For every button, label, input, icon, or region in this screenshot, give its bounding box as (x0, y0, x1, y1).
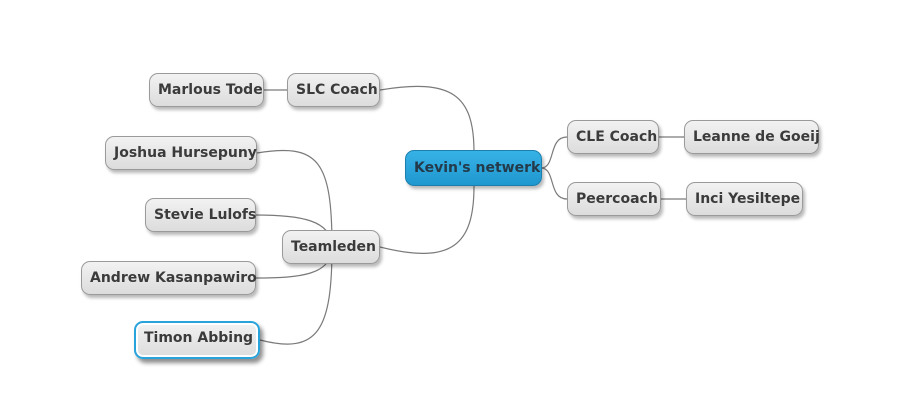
node-joshua-hursepuny[interactable]: Joshua Hursepuny (105, 136, 257, 170)
node-cle-coach[interactable]: CLE Coach (567, 120, 659, 154)
node-marlous-tode[interactable]: Marlous Tode (149, 73, 264, 107)
connector-root-peercoach (540, 167, 568, 200)
node-andrew-kasanpawiro[interactable]: Andrew Kasanpawiro (81, 261, 257, 295)
connector-root-slc-coach (379, 85, 475, 153)
root-node[interactable]: Kevin's netwerk (405, 150, 542, 186)
node-inci-yesiltepe[interactable]: Inci Yesiltepe (686, 182, 803, 216)
node-stevie-lulofs[interactable]: Stevie Lulofs (145, 198, 256, 232)
node-slc-coach[interactable]: SLC Coach (287, 73, 380, 107)
connector-root-teamleden (379, 185, 475, 254)
node-timon-abbing[interactable]: Timon Abbing (134, 321, 260, 359)
connector-team-timon (259, 246, 333, 345)
node-leanne-de-goeij[interactable]: Leanne de Goeij (684, 120, 820, 154)
connector-root-cle-coach (540, 136, 568, 169)
node-teamleden[interactable]: Teamleden (282, 230, 380, 264)
node-peercoach[interactable]: Peercoach (567, 182, 661, 216)
connector-team-joshua (256, 149, 333, 248)
